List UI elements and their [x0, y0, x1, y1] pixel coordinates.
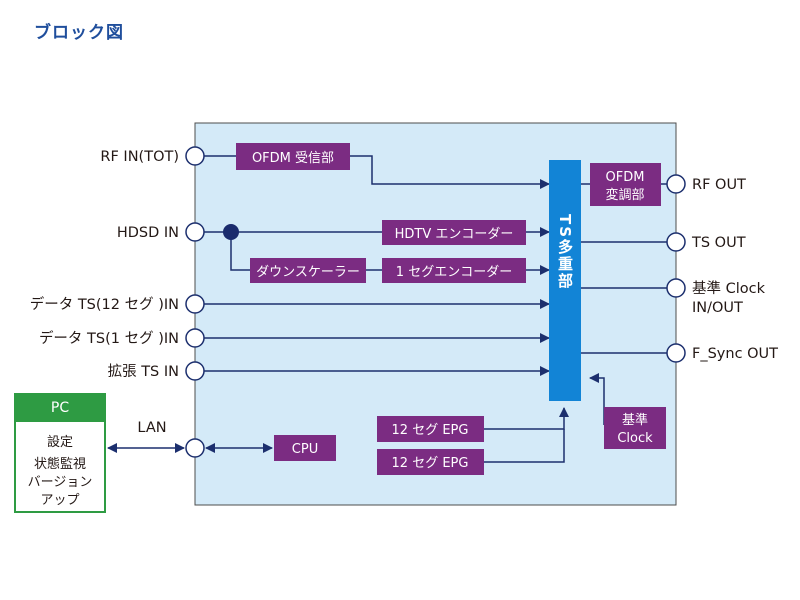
- ext-ts-port: [185, 361, 205, 381]
- signal-junction-dot: [223, 224, 239, 240]
- hdtv-encoder-label: HDTV エンコーダー: [395, 227, 514, 242]
- reference-clock-label-2: Clock: [617, 431, 653, 446]
- epg-block-b: 12 セグ EPG: [377, 449, 484, 475]
- lan-port: [185, 438, 205, 458]
- downscaler-block: ダウンスケーラー: [250, 258, 366, 283]
- lan-label: LAN: [137, 420, 166, 436]
- cpu-label: CPU: [292, 442, 318, 457]
- clock-io-port: [666, 278, 686, 298]
- cpu-block: CPU: [274, 435, 336, 461]
- page-title: ブロック図: [34, 23, 124, 43]
- data-ts-12seg-port: [185, 294, 205, 314]
- input-label-hdsd-in: HDSD IN: [117, 225, 179, 241]
- output-label-ts-out: TS OUT: [691, 235, 746, 251]
- pc-function-monitoring: 状態監視: [33, 457, 86, 472]
- ts-multiplexer-block: TS多重部: [549, 160, 581, 401]
- reference-clock-block: 基準 Clock: [604, 407, 666, 449]
- connection-lines: [107, 155, 668, 463]
- downscaler-label: ダウンスケーラー: [256, 265, 360, 280]
- ts-multiplexer-label: TS多重部: [556, 214, 574, 290]
- reference-clock-label-1: 基準: [622, 412, 648, 428]
- input-label-rf-in: RF IN(TOT): [100, 149, 179, 165]
- input-label-data-ts-1seg: データ TS(1 セグ )IN: [39, 329, 179, 347]
- pc-function-version: バージョン: [27, 475, 93, 490]
- rf-out-port: [666, 174, 686, 194]
- fsync-out-port: [666, 343, 686, 363]
- ofdm-modulator-block: OFDM 変調部: [590, 163, 661, 206]
- pc-function-settings: 設定: [46, 435, 73, 450]
- output-label-clock-2: IN/OUT: [692, 300, 743, 316]
- oneseg-encoder-block: 1 セグエンコーダー: [382, 258, 526, 283]
- ofdm-receiver-label: OFDM 受信部: [252, 151, 334, 166]
- output-label-clock-1: 基準 Clock: [692, 280, 766, 297]
- ts-out-port: [666, 232, 686, 252]
- pc-function-update: アップ: [40, 493, 80, 508]
- ofdm-receiver-block: OFDM 受信部: [236, 143, 350, 170]
- input-label-ext-ts: 拡張 TS IN: [108, 363, 179, 380]
- ofdm-modulator-label-1: OFDM: [606, 170, 645, 185]
- output-label-fsync-out: F_Sync OUT: [692, 346, 778, 362]
- hdsd-in-port: [185, 222, 205, 242]
- rf-in-port: [185, 146, 205, 166]
- pc-box: PC 設定 状態監視 バージョン アップ: [14, 393, 106, 513]
- epg-block-a: 12 セグ EPG: [377, 416, 484, 442]
- epg-b-label: 12 セグ EPG: [392, 456, 469, 471]
- oneseg-encoder-label: 1 セグエンコーダー: [396, 265, 512, 280]
- hdtv-encoder-block: HDTV エンコーダー: [382, 220, 526, 245]
- input-label-data-ts-12seg: データ TS(12 セグ )IN: [30, 295, 179, 313]
- epg-a-label: 12 セグ EPG: [392, 423, 469, 438]
- data-ts-1seg-port: [185, 328, 205, 348]
- pc-header: PC: [16, 395, 104, 422]
- ofdm-modulator-label-2: 変調部: [605, 187, 644, 203]
- output-label-rf-out: RF OUT: [692, 177, 746, 193]
